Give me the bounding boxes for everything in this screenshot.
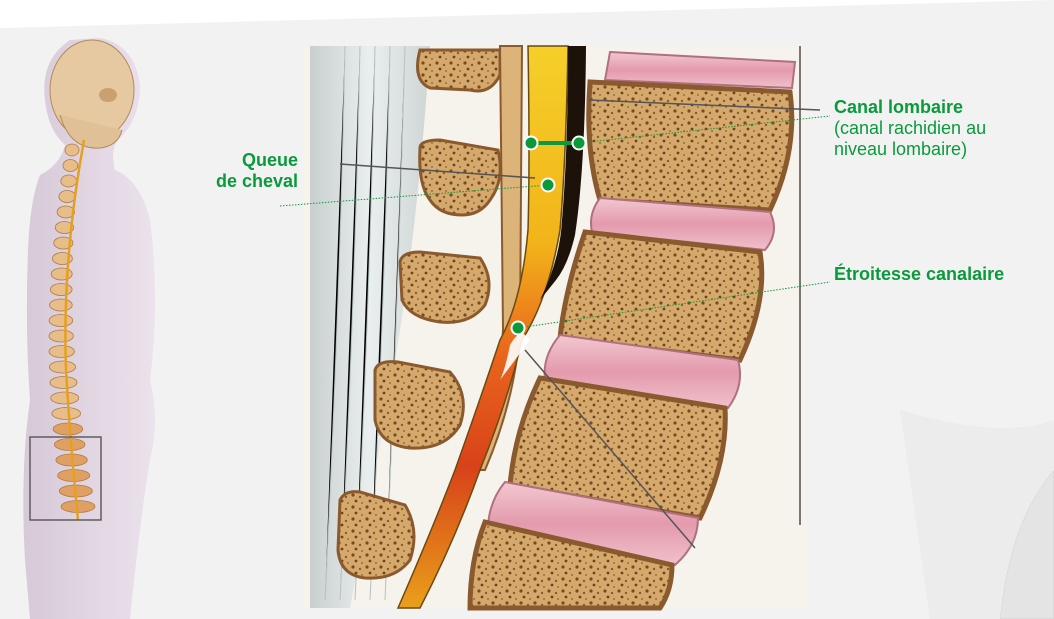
canal-marker-right	[573, 137, 586, 150]
queue-line2: de cheval	[178, 171, 298, 192]
mini-vertebra	[49, 330, 73, 342]
mini-vertebra	[49, 315, 73, 327]
queue-line1: Queue	[178, 150, 298, 171]
eye-socket	[99, 88, 117, 102]
mini-vertebra	[51, 268, 72, 280]
mini-vertebra	[50, 299, 73, 311]
mini-vertebra	[50, 284, 72, 296]
mini-vertebra	[49, 346, 74, 358]
canal-title: Canal lombaire	[834, 97, 986, 118]
label-canal-lombaire: Canal lombaire (canal rachidien au nivea…	[834, 97, 986, 160]
queue-marker-dot	[542, 179, 555, 192]
mini-vertebra	[63, 160, 78, 172]
mini-vertebra	[61, 175, 77, 187]
canal-sub2: niveau lombaire)	[834, 139, 986, 160]
mini-vertebra	[50, 377, 77, 389]
canal-marker-left	[525, 137, 538, 150]
canal-sub1: (canal rachidien au	[834, 118, 986, 139]
mini-vertebra	[52, 408, 81, 420]
mini-vertebra	[53, 423, 83, 435]
mini-vertebra	[59, 191, 76, 203]
mini-vertebra	[65, 144, 79, 156]
mini-vertebra	[49, 361, 75, 373]
etroitesse-marker-dot	[512, 322, 525, 335]
label-queue-de-cheval: Queue de cheval	[178, 150, 298, 192]
mini-vertebra	[51, 392, 79, 404]
label-etroitesse-canalaire: Étroitesse canalaire	[834, 264, 1004, 285]
